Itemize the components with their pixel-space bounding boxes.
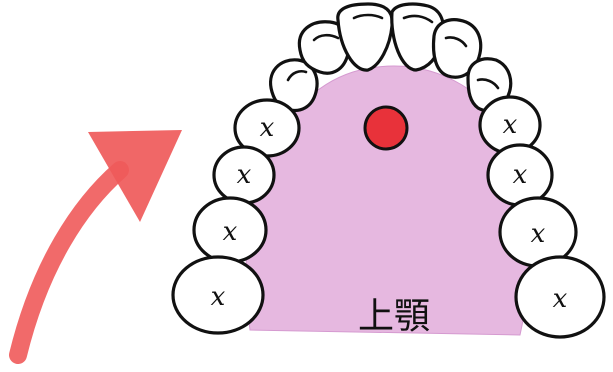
tooth-mark-left-2: x — [237, 160, 252, 190]
palate-point-marker — [365, 107, 407, 149]
tooth-mark-right-2: x — [513, 160, 528, 190]
tooth-mark-right-3: x — [531, 219, 546, 249]
tooth-mark-right-1: x — [503, 110, 518, 140]
tooth-mark-right-4: x — [553, 284, 568, 314]
tooth-mark-left-1: x — [260, 113, 275, 143]
curved-arrow — [18, 130, 182, 355]
tooth-mark-left-4: x — [211, 282, 226, 312]
jaw-label: 上顎 — [358, 296, 430, 337]
tooth-mark-left-3: x — [223, 217, 238, 247]
